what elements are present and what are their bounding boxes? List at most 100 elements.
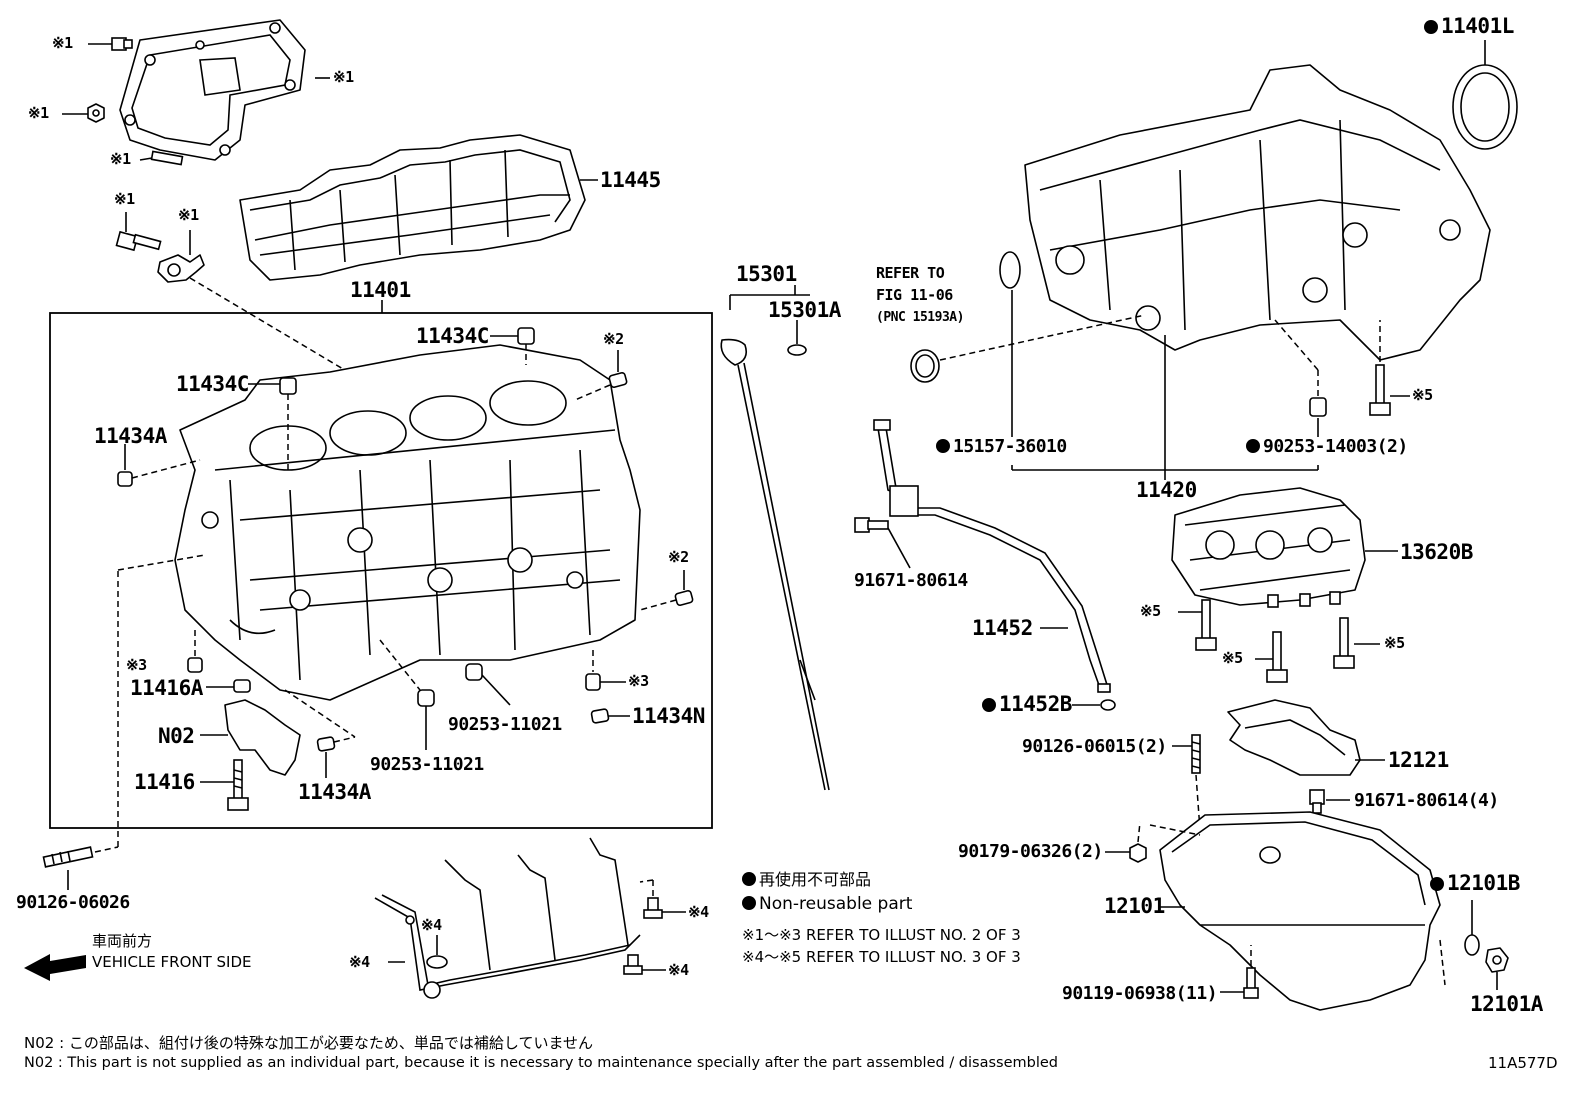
bolt-ref4-top — [643, 897, 663, 919]
part-11401l-label: 11401L — [1424, 16, 1514, 37]
bolt-ref1-mid — [115, 230, 162, 252]
part-11445-label: 11445 — [600, 168, 661, 192]
bearing-cap-n02 — [224, 699, 301, 776]
bolt-ref5-a — [1195, 599, 1217, 651]
part-11452-label: 11452 — [972, 616, 1033, 640]
oil-pump-13620b — [1171, 487, 1366, 608]
bolt-90119-06938 — [1243, 967, 1259, 999]
nut-ref1 — [87, 103, 105, 123]
part-11420-label: 11420 — [1136, 478, 1197, 502]
non-reusable-dot-icon — [982, 698, 996, 712]
ref-1-label: ※1 — [178, 206, 199, 224]
part-11434a-label: 11434A — [94, 424, 167, 448]
part-90253-11021-label: 90253-11021 — [448, 714, 562, 735]
part-91671-80614-label: 91671-80614 — [854, 570, 968, 591]
ref-5-label: ※5 — [1140, 602, 1161, 620]
pin-11434c-left — [279, 377, 297, 395]
ref-3-label: ※3 — [126, 656, 147, 674]
part-11434a-label: 11434A — [298, 780, 371, 804]
gasket-12101b — [1464, 934, 1480, 956]
oring-15301a — [787, 344, 807, 356]
stud-90126-06015 — [1191, 734, 1201, 774]
ref-4-label: ※4 — [421, 916, 442, 934]
footnote-en: N02 : This part is not supplied as an in… — [24, 1055, 1058, 1071]
non-reusable-dot-icon — [742, 872, 756, 886]
ref-5-label: ※5 — [1412, 386, 1433, 404]
non-reusable-dot-icon — [936, 439, 950, 453]
bolt-11416 — [227, 759, 249, 811]
part-90126-06015-label: 90126-06015(2) — [1022, 736, 1167, 757]
legend-nonreusable-en: Non-reusable part — [742, 896, 912, 913]
pin-11434c-top — [517, 327, 535, 345]
ref-3-label: ※3 — [628, 672, 649, 690]
oil-baffle-illustration — [239, 134, 586, 281]
oring-15157 — [999, 251, 1021, 289]
pin-90253-11021-b — [417, 689, 435, 707]
non-reusable-dot-icon — [1430, 877, 1444, 891]
part-11434n-label: 11434N — [632, 704, 705, 728]
part-11434c-label: 11434C — [416, 324, 489, 348]
vehicle-front-en: VEHICLE FRONT SIDE — [92, 953, 252, 971]
part-11434c-label: 11434C — [176, 372, 249, 396]
pin-11434n — [590, 708, 610, 724]
oil-pan-12101 — [1159, 811, 1441, 1011]
refer-pnc-label: (PNC 15193A) — [876, 310, 964, 325]
part-90253-11021-label: 90253-11021 — [370, 754, 484, 775]
ref-4-label: ※4 — [668, 961, 689, 979]
pin-ref3-left — [187, 657, 203, 673]
pin-ref2-top — [608, 372, 628, 388]
footnote-jp: N02 : この部品は、組付け後の特殊な加工が必要なため、単品では補給していませ… — [24, 1034, 594, 1052]
part-12101b-label: 12101B — [1430, 873, 1520, 894]
oil-seal-11401l — [1452, 64, 1518, 150]
cylinder-block-illustration — [174, 344, 641, 701]
cover-bracket-illustration — [119, 19, 306, 161]
refer-fig-label: FIG 11-06 — [876, 286, 953, 304]
bolt-91671-80614-left — [854, 517, 889, 533]
gasket-11452b — [1100, 699, 1116, 711]
oring-refer-fig — [910, 349, 940, 383]
vehicle-front-arrow-icon — [24, 954, 86, 981]
ref-5-label: ※5 — [1222, 649, 1243, 667]
refer-to-label: REFER TO — [876, 264, 945, 282]
legend-nonreusable-jp: 再使用不可部品 — [742, 872, 871, 888]
non-reusable-dot-icon — [1246, 439, 1260, 453]
part-90253-14003-label: 90253-14003(2) — [1246, 438, 1408, 456]
nut-90179-06326 — [1129, 843, 1147, 863]
oil-level-gauge — [720, 338, 830, 791]
part-15301-label: 15301 — [736, 262, 797, 286]
ref-2-label: ※2 — [668, 548, 689, 566]
bolt-ref5-top — [1369, 364, 1391, 416]
part-90179-06326-label: 90179-06326(2) — [958, 841, 1103, 862]
pin-ref2-right — [674, 590, 694, 606]
pin-ref3-right — [585, 673, 601, 691]
drain-plug-12101a — [1485, 947, 1509, 973]
part-91671-80614-4-label: 91671-80614(4) — [1354, 790, 1499, 811]
bolt-ref4-bottom — [623, 954, 643, 975]
part-12101-label: 12101 — [1104, 894, 1165, 918]
pin-90253-14003 — [1309, 397, 1327, 417]
part-12121-label: 12121 — [1388, 748, 1449, 772]
stud-ref1 — [150, 150, 184, 166]
oring-ref4 — [426, 955, 448, 969]
ref-4-label: ※4 — [688, 903, 709, 921]
bracket-ref1 — [157, 254, 205, 283]
ref-1-label: ※1 — [333, 68, 354, 86]
part-90126-06026-label: 90126-06026 — [16, 892, 130, 913]
ref-5-label: ※5 — [1384, 634, 1405, 652]
bolt-91671-80614-right — [1309, 789, 1325, 814]
legend-ref-1-3: ※1～※3 REFER TO ILLUST NO. 2 OF 3 — [742, 926, 1021, 944]
bolt-ref5-c — [1333, 617, 1355, 669]
part-11416a-label: 11416A — [130, 676, 203, 700]
part-13620b-label: 13620B — [1400, 540, 1473, 564]
part-12101a-label: 12101A — [1470, 992, 1543, 1016]
ref-1-label: ※1 — [52, 34, 73, 52]
vehicle-front-jp: 車両前方 — [92, 932, 153, 950]
illustration-code: 11A577D — [1488, 1054, 1558, 1072]
non-reusable-dot-icon — [1424, 20, 1438, 34]
pin-11434a-left — [117, 471, 133, 487]
part-15301a-label: 15301A — [768, 298, 841, 322]
part-15157-36010-label: 15157-36010 — [936, 438, 1067, 456]
wire-bracket — [374, 837, 641, 999]
baffle-plate-12121 — [1227, 699, 1361, 776]
